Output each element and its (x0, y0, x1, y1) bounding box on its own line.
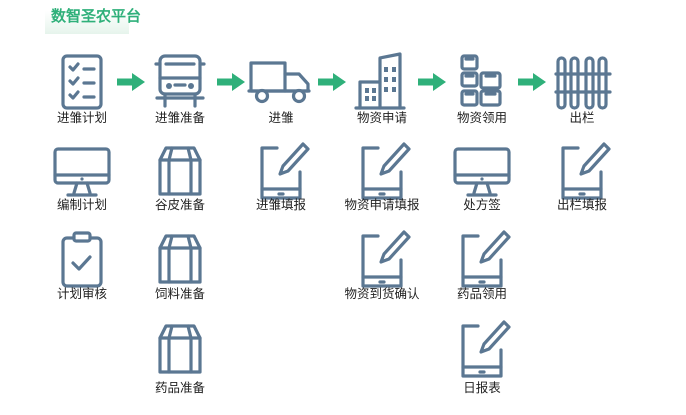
box-icon (158, 324, 202, 374)
truck-front-icon (154, 54, 206, 108)
tablet-pen-icon (361, 230, 411, 288)
tablet-pen-icon (461, 230, 511, 288)
clipboard-check-icon (61, 231, 103, 288)
node-label: 进雏 (268, 110, 294, 125)
node-label: 物资申请 (356, 110, 407, 125)
flow-arrow-icon (117, 73, 145, 91)
tablet-pen-icon (361, 142, 411, 200)
node-label: 药品领用 (456, 286, 507, 301)
page-title: 数智圣农平台 (45, 2, 141, 34)
node-label: 物资领用 (456, 110, 507, 125)
node-label: 物资到货确认 (344, 286, 420, 301)
box-icon (158, 234, 202, 284)
checklist-icon (61, 54, 103, 110)
node-label: 进雏计划 (56, 110, 107, 125)
monitor-icon (53, 147, 111, 197)
node-label: 处方签 (463, 197, 501, 212)
truck-icon (247, 61, 311, 104)
node-label: 物资申请填报 (344, 197, 420, 212)
node-label: 药品准备 (154, 380, 205, 395)
node-label: 进雏填报 (255, 197, 306, 212)
node-label: 日报表 (463, 380, 501, 395)
node-label: 进雏准备 (154, 110, 205, 125)
building-icon (354, 52, 406, 110)
node-label: 出栏 (569, 110, 595, 125)
node-label: 计划审核 (56, 286, 107, 301)
tablet-pen-icon (260, 142, 310, 200)
boxes-icon (460, 54, 502, 107)
node-label: 饲料准备 (154, 286, 205, 301)
box-icon (158, 146, 202, 196)
node-label: 出栏填报 (556, 197, 607, 212)
flow-arrow-icon (518, 73, 546, 91)
flow-arrow-icon (216, 73, 245, 91)
tablet-pen-icon (561, 142, 611, 200)
fence-icon (554, 56, 612, 110)
flow-arrow-icon (317, 73, 346, 91)
flow-arrow-icon (418, 73, 446, 91)
tablet-pen-icon (461, 320, 511, 378)
monitor-icon (453, 147, 511, 197)
node-label: 谷皮准备 (154, 197, 205, 212)
node-label: 编制计划 (56, 197, 107, 212)
